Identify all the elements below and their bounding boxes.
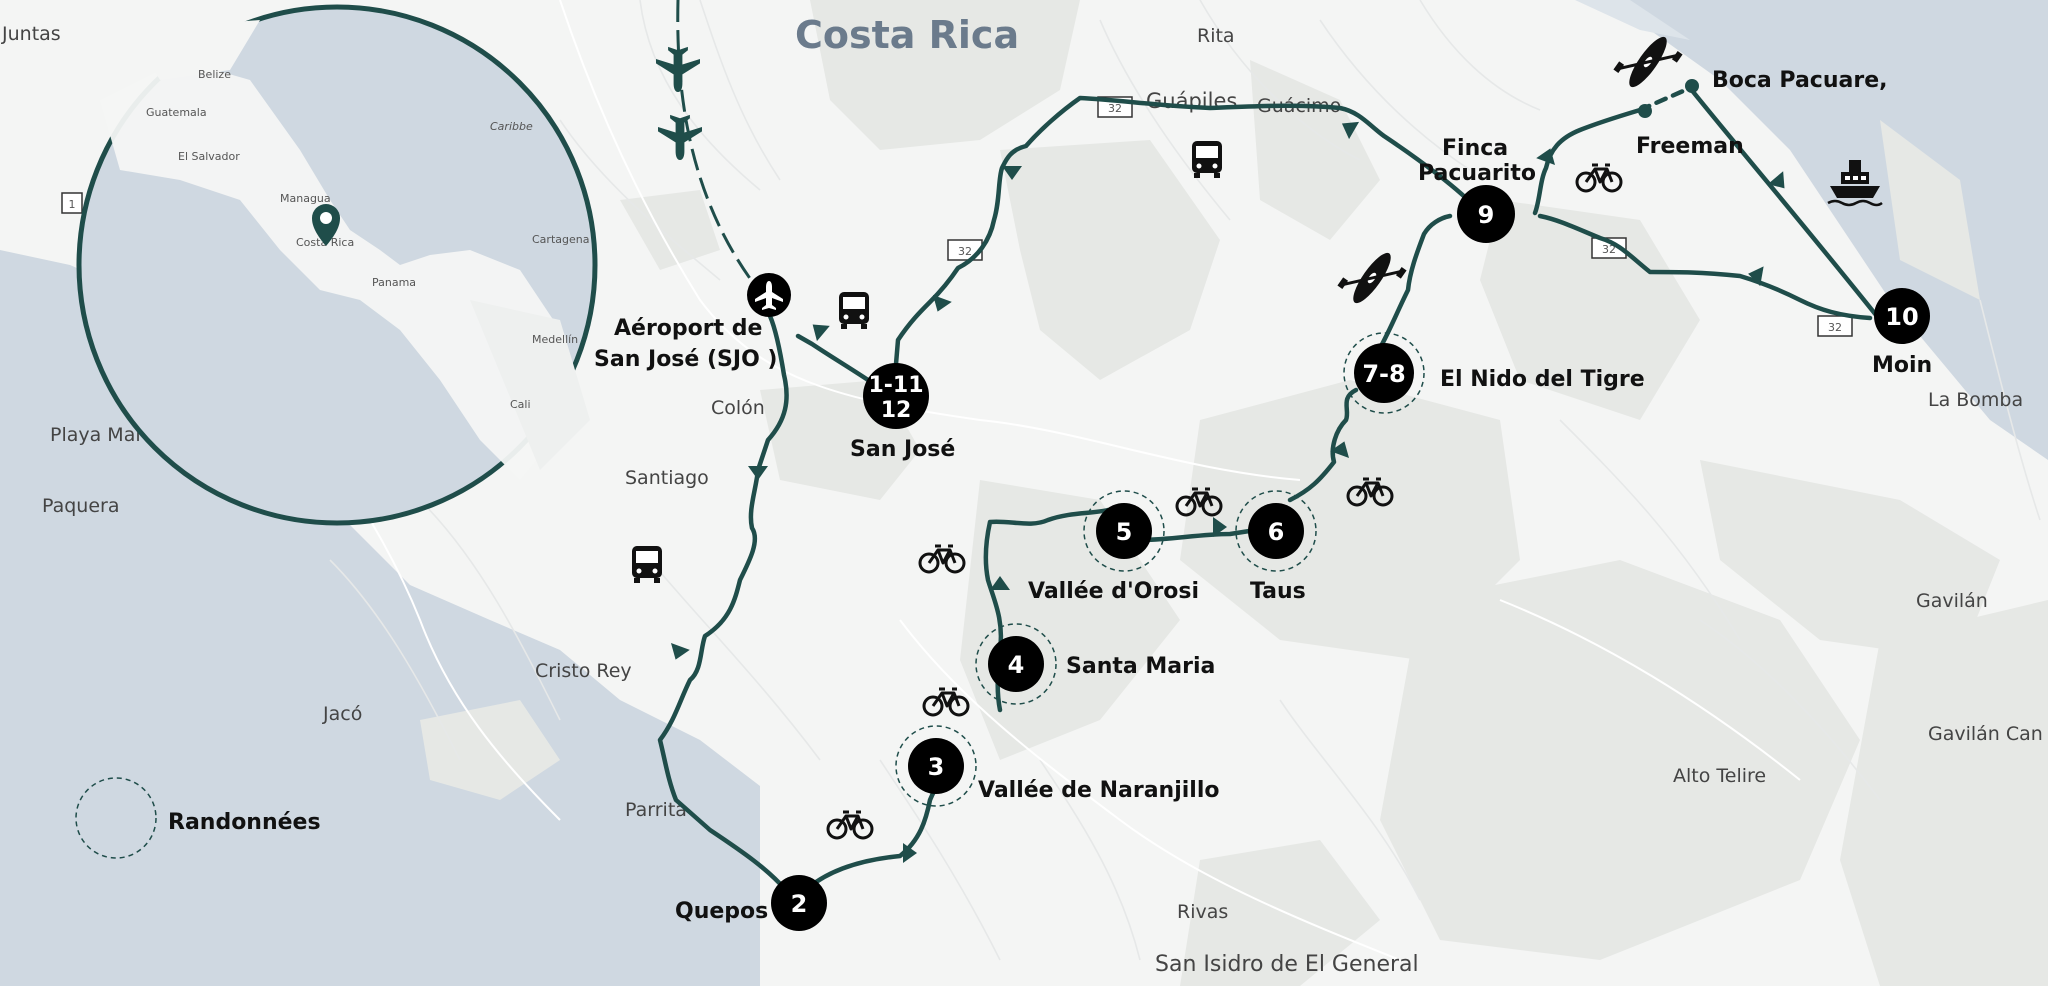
label-boca-pacuare: Boca Pacuare, xyxy=(1712,68,1887,93)
bus-icon xyxy=(632,546,662,583)
stop-label: Santa Maria xyxy=(1066,654,1215,679)
road-shield: 32 xyxy=(1602,243,1616,256)
map-icons xyxy=(632,22,1883,840)
bicycle-icon xyxy=(1575,163,1623,193)
stop-number: 7-8 xyxy=(1362,360,1405,388)
hike-legend-symbol xyxy=(75,777,157,859)
inset-globe: Belize Guatemala El Salvador Managua Cos… xyxy=(76,4,598,526)
inset-label-cali: Cali xyxy=(510,398,531,411)
place-playa-mal: Playa Mal xyxy=(50,424,141,446)
road-shield: 32 xyxy=(958,245,972,258)
bus-icon xyxy=(839,292,869,329)
airplane-icon xyxy=(656,46,700,92)
stop-number: 12 xyxy=(881,398,912,423)
label-freeman: Freeman xyxy=(1636,134,1744,159)
inset-label-belize: Belize xyxy=(198,68,231,81)
stop-label: Vallée de Naranjillo xyxy=(978,778,1219,803)
airport-label-line2: San José (SJO ) xyxy=(594,347,778,372)
inset-label-medellin: Medellín xyxy=(532,333,578,346)
airplane-icon xyxy=(658,114,702,160)
stop-marker: 9 xyxy=(1457,185,1515,243)
stop-number: 6 xyxy=(1268,518,1285,546)
stop-label: Moin xyxy=(1872,353,1932,378)
stop-label: Taus xyxy=(1250,579,1306,604)
place-jaco: Jacó xyxy=(322,703,362,725)
airplane-icon xyxy=(747,273,791,317)
stop-number: 1-11 xyxy=(868,373,923,398)
place-gavilan: Gavilán xyxy=(1916,590,1988,612)
country-label: Costa Rica xyxy=(795,13,1019,57)
stop-marker: 5 xyxy=(1083,490,1165,572)
road-shield: 1 xyxy=(69,198,76,211)
inset-label-guatemala: Guatemala xyxy=(146,106,207,119)
inset-label-cartagena: Cartagena xyxy=(532,233,589,246)
stop-marker: 3 xyxy=(895,725,977,807)
location-pin-icon xyxy=(312,204,340,246)
stop-label: Pacuarito xyxy=(1418,161,1536,186)
place-labels: Costa Rica Juntas Rita Guápiles Guácimo … xyxy=(1,13,2043,977)
place-colon: Colón xyxy=(711,397,765,419)
place-cristo-rey: Cristo Rey xyxy=(535,660,632,682)
legend-hikes-label: Randonnées xyxy=(168,810,321,835)
place-la-bomba: La Bomba xyxy=(1928,389,2023,411)
bicycle-icon xyxy=(918,544,966,574)
place-rivas: Rivas xyxy=(1177,901,1228,923)
place-gavilan-can: Gavilán Can xyxy=(1928,723,2043,745)
bicycle-icon xyxy=(826,810,874,840)
road-shield: 32 xyxy=(1108,102,1122,115)
stop-marker: 7-8 xyxy=(1343,332,1425,414)
place-juntas: Juntas xyxy=(1,23,61,45)
stop-number: 9 xyxy=(1478,201,1495,229)
place-rita: Rita xyxy=(1197,25,1235,47)
stop-marker: 6 xyxy=(1235,490,1317,572)
place-parrita: Parrita xyxy=(625,799,687,821)
stop-label: San José xyxy=(850,437,955,462)
stop-marker: 4 xyxy=(975,623,1057,705)
route-arrows xyxy=(670,121,1785,863)
airport-label-line1: Aéroport de xyxy=(614,316,762,341)
bus-icon xyxy=(1192,141,1222,178)
airport-label: Aéroport de San José (SJO ) xyxy=(594,316,778,372)
stop-label: Vallée d'Orosi xyxy=(1028,579,1199,604)
stop-marker: 10 xyxy=(1874,288,1930,344)
stop-label: Quepos xyxy=(675,899,768,924)
extra-points: Freeman Boca Pacuare, xyxy=(1636,68,1887,159)
inset-label-managua: Managua xyxy=(280,192,331,205)
place-san-isidro: San Isidro de El General xyxy=(1155,952,1419,977)
rivers xyxy=(329,0,2041,961)
stop-number: 3 xyxy=(928,753,945,781)
route-stops: 1-11 12 San José 2 Quepos 3 Vallée de Na… xyxy=(675,136,1932,931)
flight-path xyxy=(656,0,770,303)
stop-number: 2 xyxy=(791,890,808,918)
inset-label-caribbean: Caribbe xyxy=(490,120,533,133)
kayak-icon xyxy=(1333,238,1411,318)
inset-label-el-salvador: El Salvador xyxy=(178,150,240,163)
stop-marker: 2 xyxy=(771,875,827,931)
place-paquera: Paquera xyxy=(42,495,120,517)
ship-icon xyxy=(1827,160,1883,207)
stop-marker: 1-11 12 xyxy=(863,363,929,429)
stop-label: Finca xyxy=(1442,136,1508,161)
terrain-shading xyxy=(420,0,2048,986)
road-shield: 32 xyxy=(1828,321,1842,334)
inset-label-panama: Panama xyxy=(372,276,416,289)
stop-label: El Nido del Tigre xyxy=(1440,367,1645,392)
stop-number: 5 xyxy=(1116,518,1133,546)
stop-number: 4 xyxy=(1008,651,1025,679)
place-santiago: Santiago xyxy=(625,467,709,489)
road-shields: 32 32 32 32 1 xyxy=(61,96,1853,337)
legend: Randonnées xyxy=(75,777,321,859)
stop-number: 10 xyxy=(1885,303,1918,331)
bicycle-icon xyxy=(922,687,970,717)
place-alto-telire: Alto Telire xyxy=(1673,765,1766,787)
